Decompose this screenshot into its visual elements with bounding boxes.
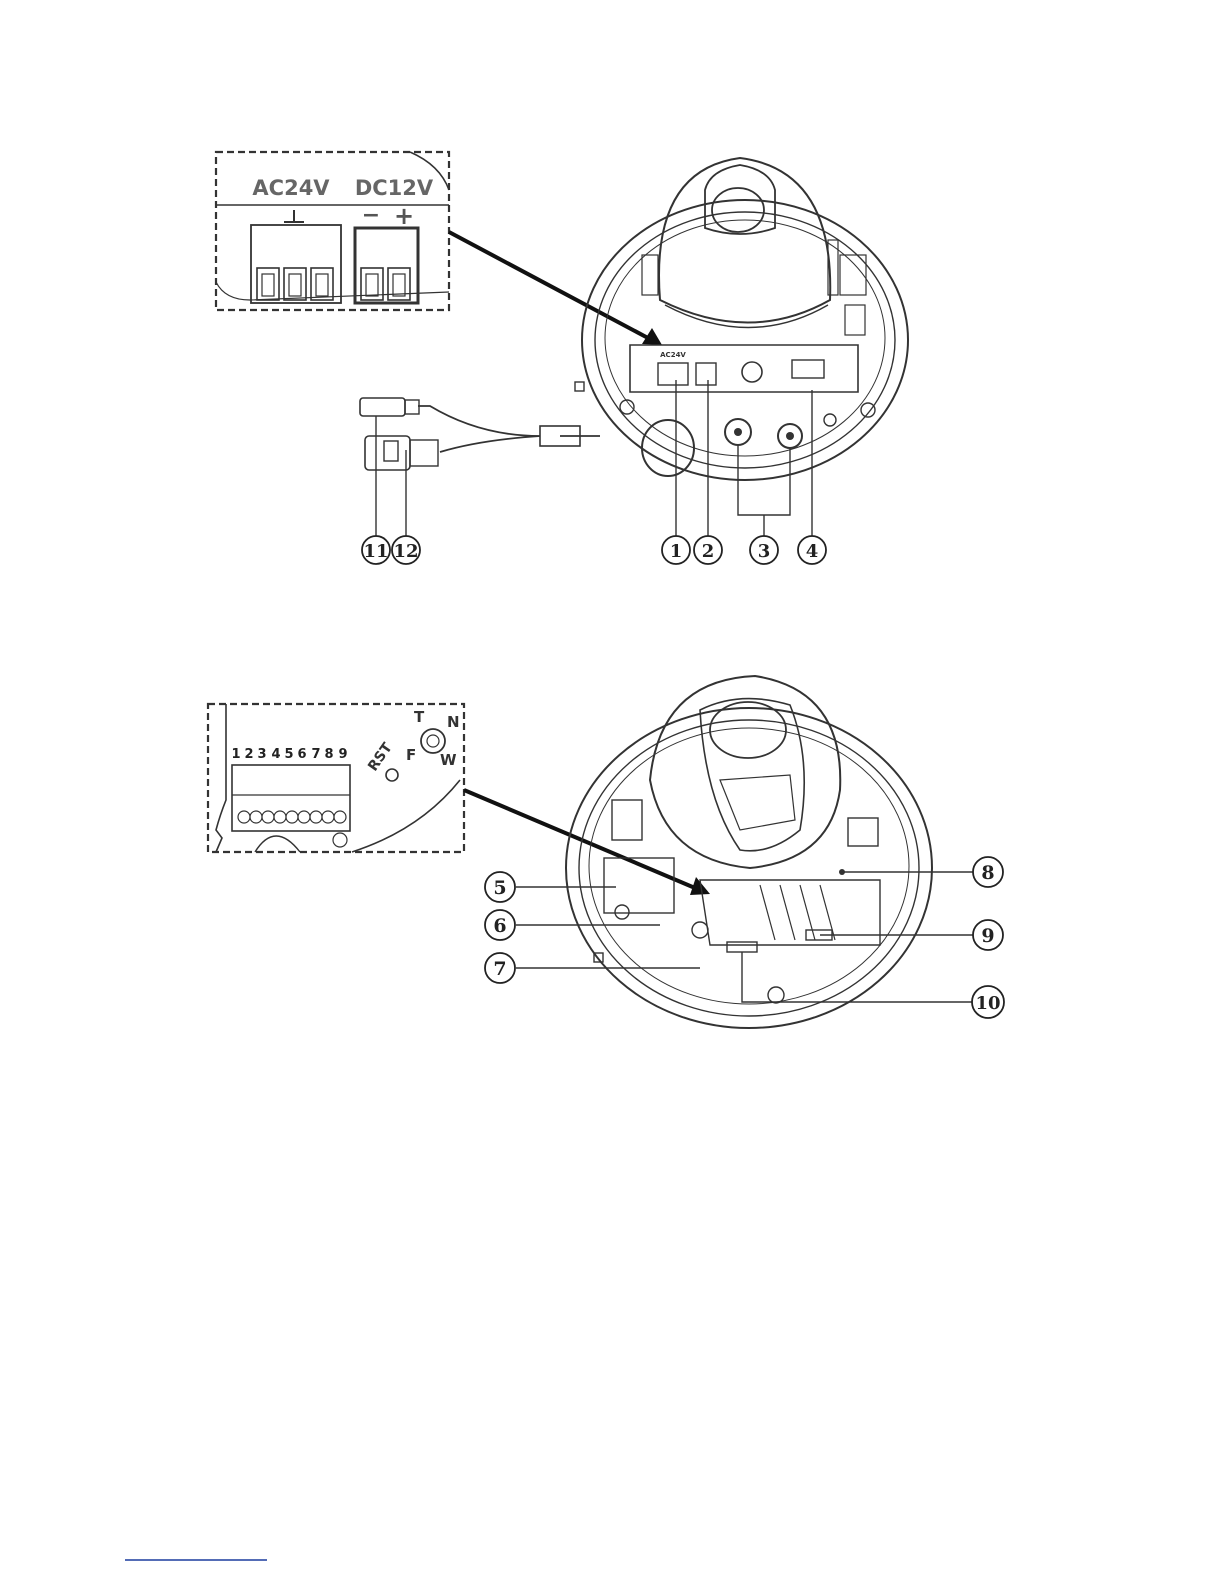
dc-minus-label: − <box>362 203 380 228</box>
callouts-top: 11 12 1 2 3 4 <box>362 536 826 564</box>
board-ac24v-label: AC24V <box>660 351 686 359</box>
svg-text:9: 9 <box>338 747 347 762</box>
alarm-inset-box <box>208 704 464 852</box>
ac24v-label: AC24V <box>252 176 330 200</box>
svg-text:1: 1 <box>670 541 683 562</box>
svg-text:2: 2 <box>244 747 253 762</box>
near-n-label: N <box>447 713 460 731</box>
camera-dome-top <box>659 158 830 323</box>
wide-w-label: W <box>440 751 457 769</box>
callout-7: 7 <box>485 953 515 983</box>
svg-text:8: 8 <box>981 862 994 884</box>
callout-6: 6 <box>485 910 515 940</box>
power-inset-pointer <box>449 232 648 338</box>
reset-button-icon <box>386 769 398 781</box>
callout-11: 11 <box>362 536 390 564</box>
focus-f-label: F <box>406 746 416 764</box>
svg-text:6: 6 <box>493 915 506 937</box>
svg-text:4: 4 <box>271 747 280 762</box>
svg-text:3: 3 <box>257 747 266 762</box>
callout-10: 10 <box>972 986 1004 1018</box>
svg-text:4: 4 <box>806 541 819 562</box>
svg-text:1: 1 <box>231 747 240 762</box>
svg-text:12: 12 <box>393 541 418 562</box>
cable-grommet <box>642 420 694 476</box>
svg-text:6: 6 <box>297 747 306 762</box>
camera-dome-bottom <box>650 676 840 868</box>
svg-text:5: 5 <box>284 747 293 762</box>
svg-text:7: 7 <box>311 747 320 762</box>
callout-1: 1 <box>662 536 690 564</box>
dc12v-label: DC12V <box>355 176 434 200</box>
callout-2: 2 <box>694 536 722 564</box>
callout-8: 8 <box>973 857 1003 887</box>
dc-plus-label: + <box>394 202 414 230</box>
top-figure <box>216 152 908 537</box>
svg-text:5: 5 <box>493 877 506 899</box>
callout-5: 5 <box>485 872 515 902</box>
callout-12: 12 <box>392 536 420 564</box>
tele-t-label: T <box>414 708 425 726</box>
cable-bundle <box>418 406 600 452</box>
svg-text:10: 10 <box>975 993 1000 1014</box>
bottom-figure <box>208 676 974 1028</box>
focus-knob-icon <box>421 729 445 753</box>
svg-text:7: 7 <box>493 958 506 980</box>
svg-text:8: 8 <box>324 747 333 762</box>
dc-power-jack <box>360 398 405 416</box>
callout-3: 3 <box>750 536 778 564</box>
svg-text:9: 9 <box>981 925 994 947</box>
callout-9: 9 <box>973 920 1003 950</box>
svg-text:11: 11 <box>363 541 388 562</box>
callouts-bottom: 5 6 7 8 9 10 <box>485 857 1004 1018</box>
callout-4: 4 <box>798 536 826 564</box>
svg-text:2: 2 <box>702 541 715 562</box>
dc12v-terminal-block <box>355 228 418 303</box>
camera-housing-top <box>582 200 908 480</box>
svg-text:3: 3 <box>758 541 771 562</box>
pin-numbers: 1 2 3 4 5 6 7 8 9 <box>231 747 347 762</box>
